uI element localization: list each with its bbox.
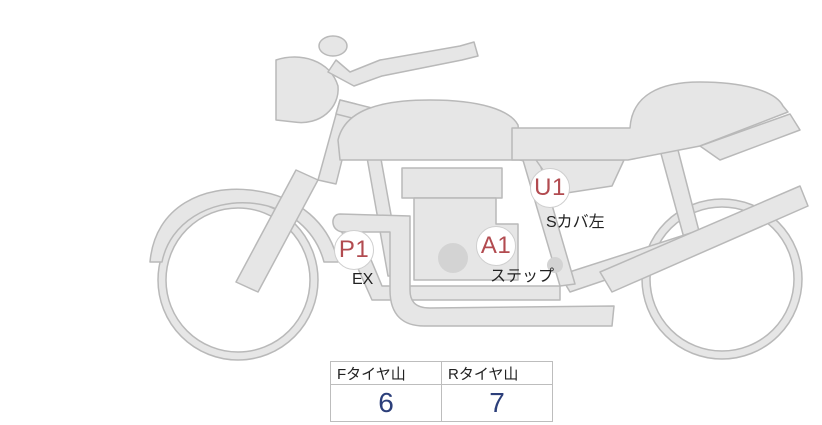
handlebar — [327, 41, 479, 87]
headlight — [275, 56, 339, 124]
fuel-tank — [337, 99, 523, 161]
step-peg — [547, 257, 563, 273]
marker-u1-label: Sカバ左 — [546, 214, 605, 231]
tread-table-value-row: 6 7 — [330, 384, 553, 422]
tire-tread-table: Fタイヤ山 Rタイヤ山 6 7 — [330, 361, 553, 422]
marker-a1-label: ステップ — [490, 268, 555, 285]
marker-a1[interactable]: A1 — [476, 226, 516, 266]
marker-p1[interactable]: P1 — [334, 230, 374, 270]
rear-tread-value: 7 — [441, 384, 553, 422]
marker-p1-code: P1 — [338, 236, 370, 263]
seat — [511, 81, 789, 161]
muffler — [599, 185, 809, 293]
rear-tread-header: Rタイヤ山 — [441, 361, 553, 385]
tread-table-header-row: Fタイヤ山 Rタイヤ山 — [330, 361, 553, 385]
marker-u1[interactable]: U1 — [530, 168, 570, 208]
rear-cowl — [699, 113, 801, 161]
front-tread-header: Fタイヤ山 — [330, 361, 442, 385]
marker-u1-code: U1 — [534, 174, 566, 201]
front-tread-value: 6 — [330, 384, 442, 422]
engine-cover — [438, 243, 468, 273]
engine-top — [401, 167, 503, 199]
marker-a1-code: A1 — [480, 232, 512, 259]
marker-p1-label: EX — [352, 271, 374, 288]
exhaust-pipe — [332, 213, 615, 327]
mirror — [318, 35, 348, 57]
